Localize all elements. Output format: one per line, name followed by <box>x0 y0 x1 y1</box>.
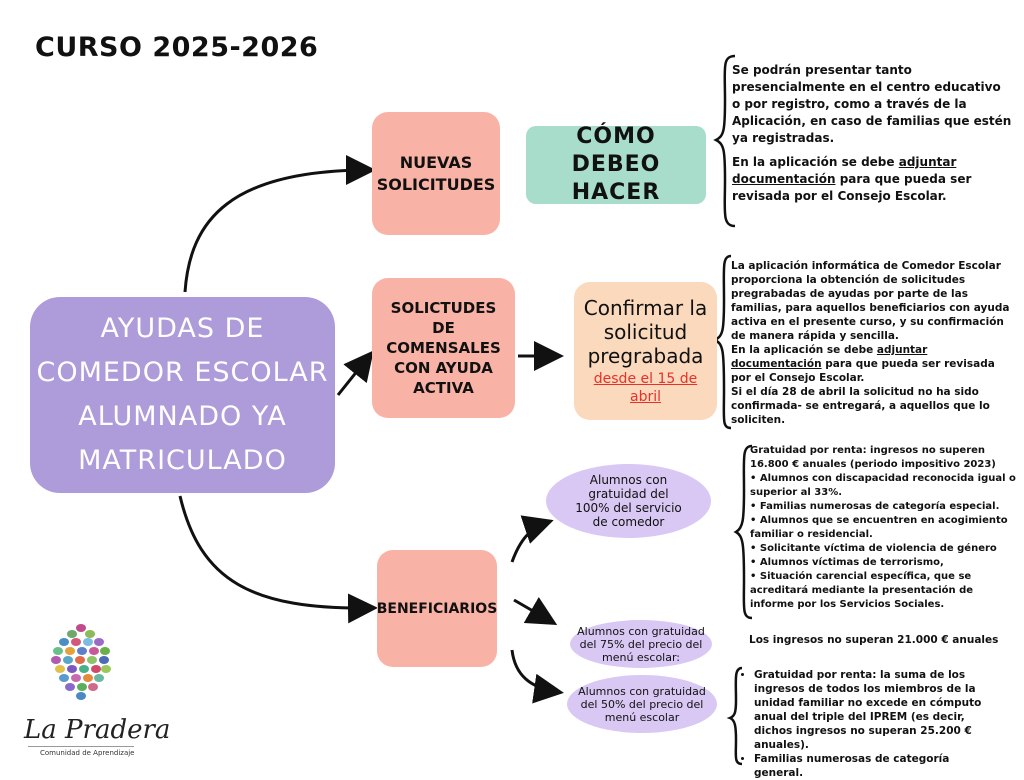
info-75-text: Los ingresos no superan 21.000 € anuales <box>749 634 999 646</box>
confirmar-solicitud-box: Confirmar la solicitud pregrabada desde … <box>574 282 717 420</box>
main-line-2: COMEDOR ESCOLAR <box>36 357 329 388</box>
oval-gratuidad-50: Alumnos con gratuidad del 50% del precio… <box>567 675 717 733</box>
solic-info-p1: La aplicación informática de Comedor Esc… <box>731 260 1010 342</box>
solic-line-3: COMENSALES <box>386 339 501 357</box>
arrow-to-nuevas <box>183 155 376 293</box>
brace-nuevas <box>713 54 736 228</box>
info-100-item: • Familias numerosas de categoría especi… <box>750 501 1000 512</box>
oval-100-line-1: Alumnos con <box>589 473 668 487</box>
oval-50-line-3: menú escolar <box>604 710 680 724</box>
solic-info-p2: En la aplicación se debe adjuntar docume… <box>731 344 995 384</box>
arrow-to-oval-50 <box>510 649 564 704</box>
info-100-item: Gratuidad por renta: ingresos no superen… <box>750 445 996 470</box>
page-title: CURSO 2025-2026 <box>35 32 319 63</box>
oval-75-line-2: del 75% del precio del <box>579 637 703 651</box>
solic-line-4: CON AYUDA <box>394 359 493 377</box>
info-100-item: • Alumnos con discapacidad reconocida ig… <box>750 473 1016 498</box>
main-topic-box: AYUDAS DE COMEDOR ESCOLAR ALUMNADO YA MA… <box>30 297 335 493</box>
nuevas-info-p1: Se podrán presentar tanto presencialment… <box>732 63 1012 145</box>
solic-info-p3: Si el día 28 de abril la solicitud no ha… <box>731 386 990 426</box>
solicitudes-info-text: La aplicación informática de Comedor Esc… <box>731 259 1016 427</box>
nuevas-line-1: NUEVAS <box>399 152 473 172</box>
beneficiarios-label: BENEFICIARIOS <box>376 600 498 617</box>
info-100-item: • Alumnos que se encuentren en acogimien… <box>750 515 1008 540</box>
arrow-to-beneficiarios <box>178 495 378 624</box>
solicitudes-ayuda-activa-box: SOLICTUDES DE COMENSALES CON AYUDA ACTIV… <box>372 278 515 418</box>
nuevas-solicitudes-box: NUEVAS SOLICITUDES <box>372 112 500 235</box>
main-line-3: ALUMNADO YA <box>78 401 287 432</box>
nuevas-line-2: SOLICITUDES <box>376 174 496 194</box>
arrow-to-oval-100 <box>510 515 554 563</box>
brace-50 <box>726 666 743 766</box>
nuevas-info-p2: En la aplicación se debe adjuntar docume… <box>732 155 972 203</box>
oval-100-line-2: gratuidad del <box>588 487 669 501</box>
confirm-line-3: pregrabada <box>587 344 704 368</box>
solic-line-2: DE <box>432 319 455 337</box>
solic-line-5: ACTIVA <box>413 379 474 397</box>
info-100-item: • Solicitante víctima de violencia de gé… <box>750 543 997 554</box>
oval-75-line-3: menú escolar: <box>601 650 681 664</box>
solic-line-1: SOLICTUDES <box>390 299 497 317</box>
info-50-item: Gratuidad por renta: la suma de los ingr… <box>754 668 1002 752</box>
nuevas-info-text: Se podrán presentar tanto presencialment… <box>732 62 1012 205</box>
oval-gratuidad-100: Alumnos con gratuidad del 100% del servi… <box>546 464 711 538</box>
confirm-date-2: abril <box>629 389 661 405</box>
info-50-text: Gratuidad por renta: la suma de los ingr… <box>742 668 1002 780</box>
oval-75-line-1: Alumnos con gratuidad <box>577 624 705 638</box>
como-line-2: DEBEO HACER <box>571 152 661 205</box>
oval-50-line-1: Alumnos con gratuidad <box>578 684 706 698</box>
logo-subtitle: Comunidad de Aprendizaje <box>40 749 135 757</box>
como-line-1: CÓMO <box>576 124 656 149</box>
oval-100-line-3: 100% del servicio <box>575 501 682 515</box>
como-debo-hacer-box: CÓMO DEBEO HACER <box>526 124 706 205</box>
arrow-to-solicitudes <box>336 350 374 396</box>
arrow-to-oval-75 <box>513 596 558 626</box>
logo-name: La Pradera <box>24 715 171 745</box>
info-50-item: Familias numerosas de categoría general. <box>754 752 1002 780</box>
confirm-line-1: Confirmar la <box>583 296 708 320</box>
main-line-1: AYUDAS DE <box>100 313 265 344</box>
brace-100 <box>733 444 753 620</box>
pinecone-logo-icon <box>51 624 111 700</box>
confirm-line-2: solicitud <box>603 320 688 344</box>
logo-divider <box>28 746 134 747</box>
oval-50-line-2: del 50% del precio del <box>580 697 704 711</box>
info-100-item: • Alumnos víctimas de terrorismo, <box>750 557 944 568</box>
info-100-text: Gratuidad por renta: ingresos no superen… <box>750 444 1020 612</box>
beneficiarios-box: BENEFICIARIOS <box>377 550 497 667</box>
confirm-date-1: desde el 15 de <box>593 371 698 387</box>
oval-100-line-4: de comedor <box>592 515 665 529</box>
brace-solicitudes <box>712 254 732 430</box>
info-100-item: • Situación carencial específica, que se… <box>750 571 974 610</box>
oval-gratuidad-75: Alumnos con gratuidad del 75% del precio… <box>570 620 712 668</box>
main-line-4: MATRICULADO <box>78 445 287 476</box>
